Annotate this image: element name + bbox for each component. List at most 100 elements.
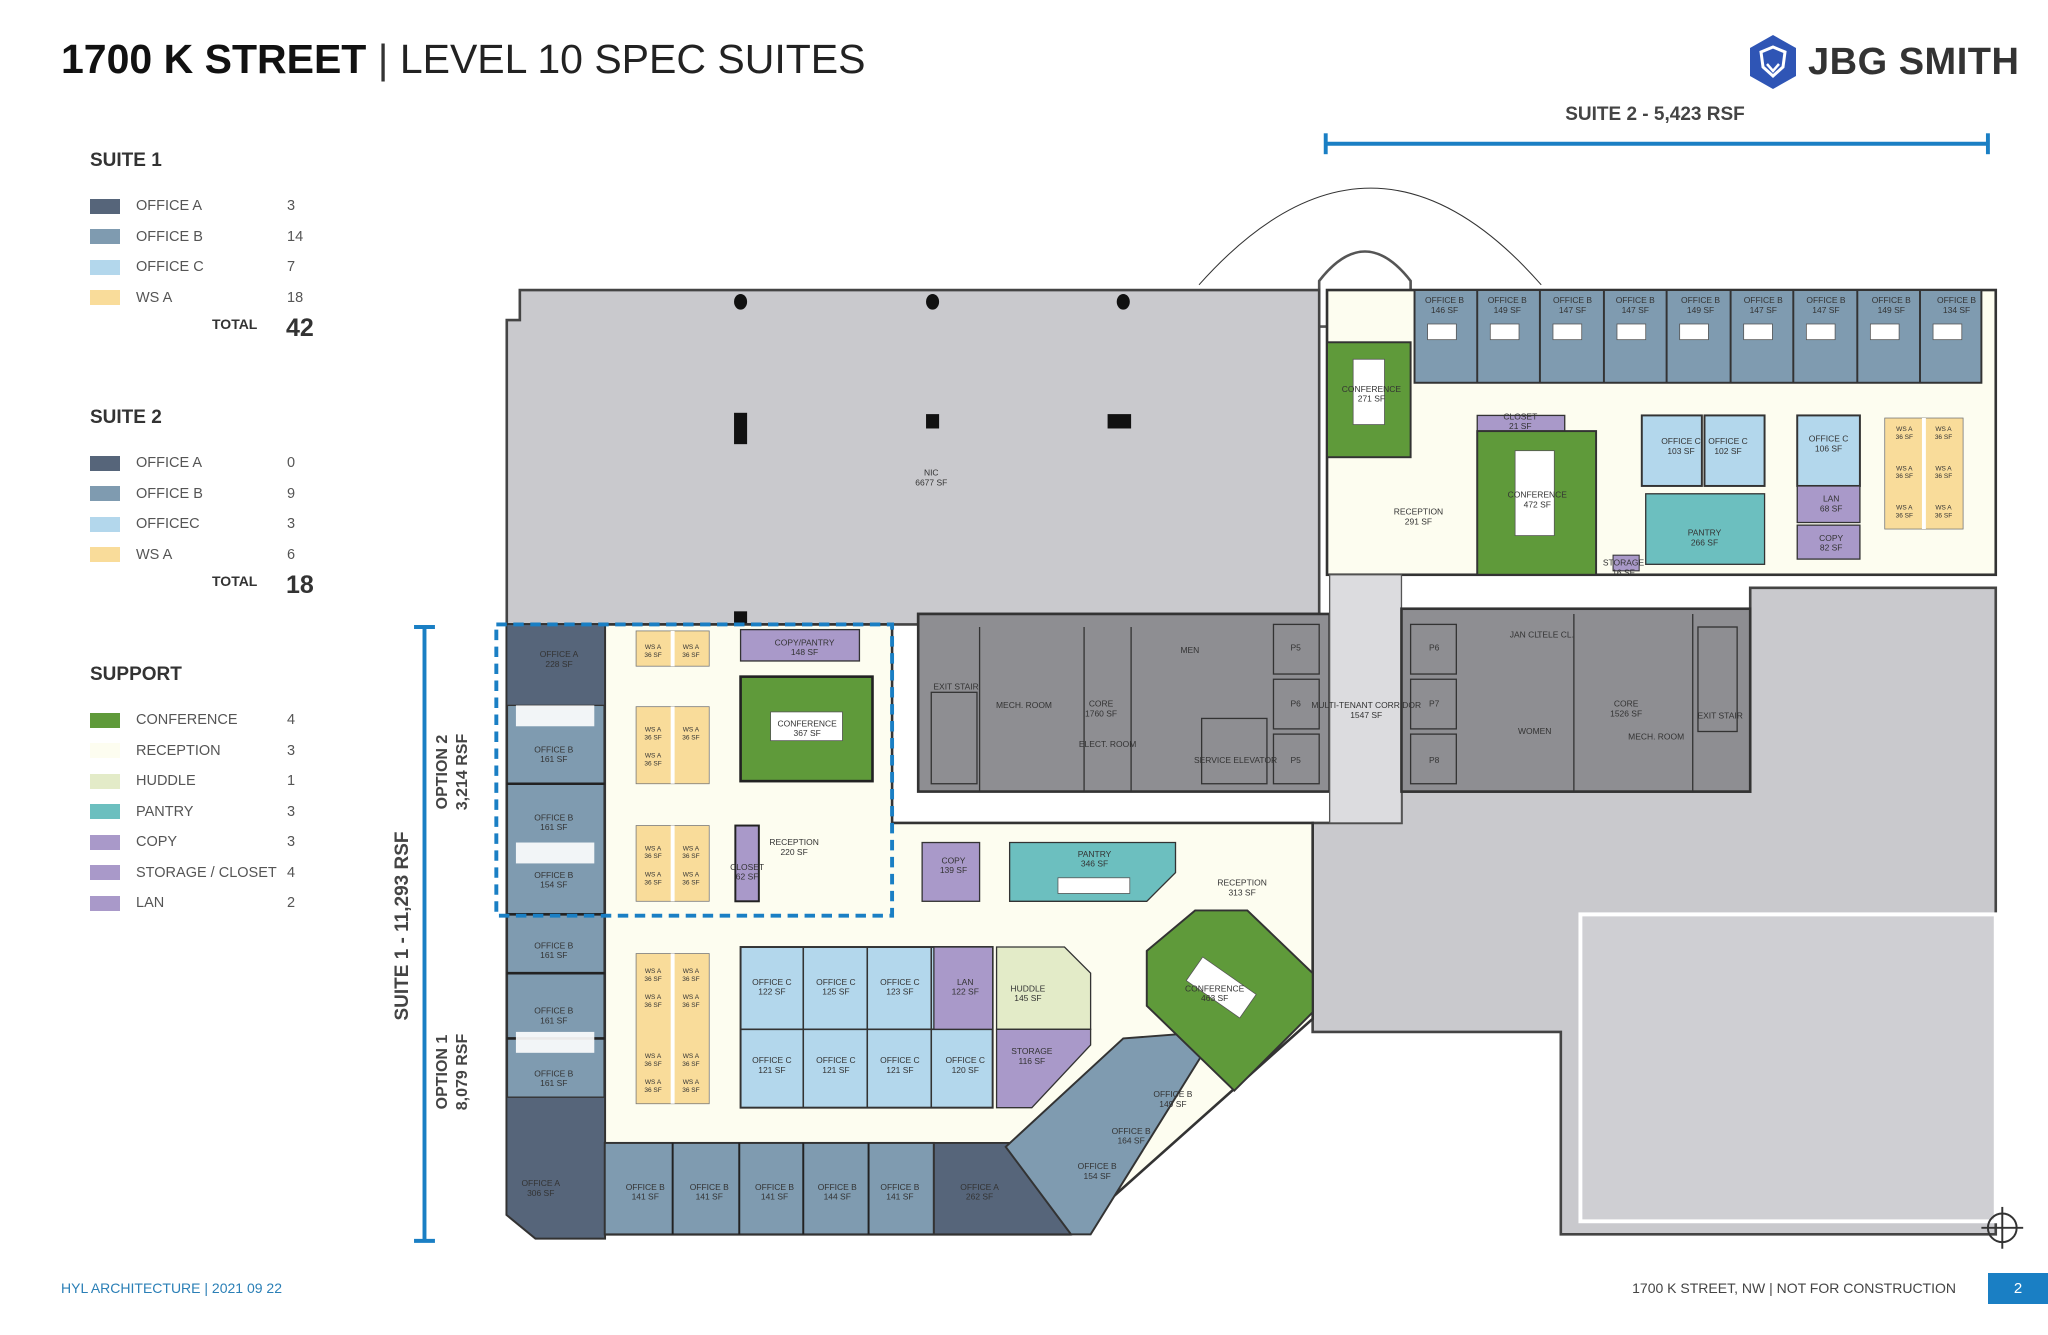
room-name: COPY <box>1819 533 1843 543</box>
room-area: 220 SF <box>780 847 807 857</box>
room-area: 106 SF <box>1815 443 1842 453</box>
workstation-label: WS A <box>683 726 700 733</box>
legend-label: OFFICE A <box>136 198 203 214</box>
room-name: OFFICE B <box>880 1182 919 1192</box>
swatch-reception <box>90 743 120 758</box>
room-area: 262 SF <box>966 1192 993 1202</box>
room-name: EXIT STAIR <box>1697 710 1742 720</box>
legend-value: 3 <box>287 516 296 532</box>
room-name: OFFICE C <box>816 1055 856 1065</box>
room-area: 62 SF <box>736 872 759 882</box>
room-name: RECEPTION <box>769 837 818 847</box>
room-area: 164 SF <box>1117 1136 1144 1146</box>
legend-suite1-title: SUITE 1 <box>90 150 162 171</box>
legend-value: 1 <box>287 773 296 789</box>
footer-disclaimer: 1700 K STREET, NW | NOT FOR CONSTRUCTION <box>1632 1280 1956 1296</box>
legend-item: OFFICE C 7 <box>90 257 327 277</box>
workstation-label: WS A <box>1935 426 1952 433</box>
legend-label: COPY <box>136 834 178 850</box>
room-name: WOMEN <box>1518 726 1551 736</box>
page-title: 1700 K STREET | LEVEL 10 SPEC SUITES <box>61 36 865 83</box>
room-name: OFFICE C <box>1809 434 1849 444</box>
room-area: 123 SF <box>886 987 913 997</box>
room-name: LAN <box>957 977 973 987</box>
room-area: 1760 SF <box>1085 708 1117 718</box>
room-area: 463 SF <box>1201 993 1228 1003</box>
legend-label: OFFICE A <box>136 455 203 471</box>
legend-value: 18 <box>287 289 304 306</box>
room-name: P6 <box>1290 699 1301 709</box>
workstation-label: WS A <box>1935 504 1952 511</box>
room-name: OFFICE B <box>1806 295 1845 305</box>
suite1-total: 42 <box>286 313 314 342</box>
room-area: 346 SF <box>1081 859 1108 869</box>
suite1-dimension-line <box>414 625 435 1243</box>
room-name: MULTI-TENANT CORRIDOR <box>1311 700 1421 710</box>
room-area: 141 SF <box>696 1192 723 1202</box>
room-name: OFFICE B <box>1553 295 1592 305</box>
room-area: 161 SF <box>540 950 567 960</box>
legend-label: OFFICE C <box>136 259 204 275</box>
workstation-area: 36 SF <box>644 853 661 860</box>
workstation-area: 36 SF <box>644 879 661 886</box>
room-area: 367 SF <box>794 728 821 738</box>
legend-label: OFFICE B <box>136 485 203 502</box>
room-name: OFFICE B <box>1488 295 1527 305</box>
room-name: OFFICE B <box>1425 295 1464 305</box>
room-area: 161 SF <box>540 1078 567 1088</box>
room-name: COPY <box>941 855 965 865</box>
suite1-credenzas <box>515 705 595 1053</box>
workstation-label: WS A <box>1935 465 1952 472</box>
workstation-label: WS A <box>645 644 662 651</box>
legend-label: CONFERENCE <box>136 712 238 728</box>
swatch-ws-a <box>90 547 120 562</box>
option2-outline <box>494 622 895 918</box>
legend-value: 3 <box>287 742 296 759</box>
workstation-label: WS A <box>683 968 700 975</box>
room-area: 149 SF <box>1159 1099 1186 1109</box>
swatch-office-c <box>90 516 120 532</box>
room-area: 1547 SF <box>1350 710 1382 720</box>
room-name: MEN <box>1180 645 1199 655</box>
room-name: RECEPTION <box>1394 507 1443 517</box>
legend-label: LAN <box>136 895 165 911</box>
north-arrow-icon <box>1981 1206 2024 1249</box>
room-area: 146 SF <box>1431 305 1458 315</box>
workstation-label: WS A <box>645 871 662 878</box>
swatch-conference <box>90 712 120 728</box>
room-name: OFFICE C <box>1708 436 1748 446</box>
room-name: P5 <box>1290 755 1301 765</box>
room-area: 122 SF <box>952 987 979 997</box>
legend-item: CONFERENCE 4 <box>90 710 327 730</box>
room-name: OFFICE B <box>690 1182 729 1192</box>
workstation-label: WS A <box>683 845 700 852</box>
room-area: 139 SF <box>940 865 967 875</box>
room-area: 102 SF <box>1714 446 1741 456</box>
room-name: CLOSET <box>730 862 764 872</box>
room-area: 134 SF <box>1943 305 1970 315</box>
room-area: 228 SF <box>545 659 572 669</box>
workstation-area: 36 SF <box>644 734 661 741</box>
workstation-label: WS A <box>683 1079 700 1086</box>
legend-label: WS A <box>136 546 173 563</box>
workstation-label: WS A <box>1896 504 1913 511</box>
workstation-area: 36 SF <box>1935 473 1952 480</box>
suite2-dimension-line <box>1323 133 1990 155</box>
legend-value: 4 <box>287 712 296 728</box>
workstation-area: 36 SF <box>682 976 699 983</box>
room-name: PANTRY <box>1078 849 1112 859</box>
room-area: 147 SF <box>1750 305 1777 315</box>
legend-value: 7 <box>287 259 296 275</box>
room-name: CLOSET <box>1503 411 1537 421</box>
room-name: TELE CL. <box>1537 629 1574 639</box>
legend-suite2-title: SUITE 2 <box>90 407 162 428</box>
room-area: 148 SF <box>791 647 818 657</box>
room-area: 161 SF <box>540 1015 567 1025</box>
workstation-label: WS A <box>683 644 700 651</box>
room-area: 149 SF <box>1494 305 1521 315</box>
room-name: OFFICE B <box>1078 1161 1117 1171</box>
